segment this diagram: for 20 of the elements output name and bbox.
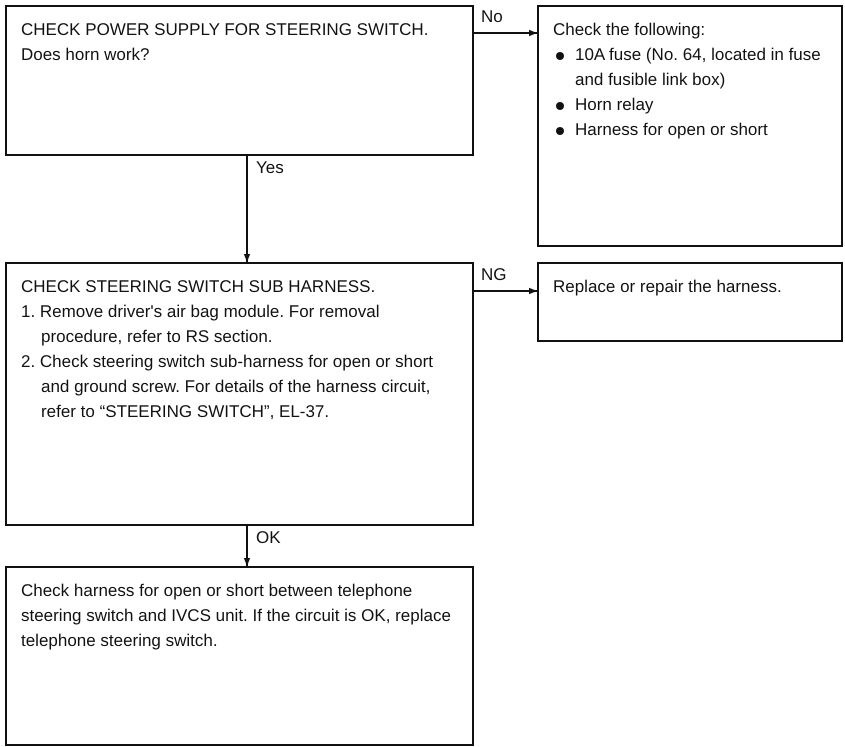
arrow bbox=[244, 526, 250, 566]
heading-text: CHECK STEERING SWITCH SUB HARNESS. bbox=[21, 276, 376, 298]
bullet-item: Horn relay bbox=[553, 92, 827, 117]
process-box bbox=[5, 262, 474, 526]
process-box bbox=[537, 5, 843, 247]
heading-text: Check the following: bbox=[553, 19, 706, 41]
body-text: Replace or repair the harness. bbox=[553, 276, 783, 298]
step-text: 1. Remove driver's air bag module. For removal procedure, refer to RS section. bbox=[21, 301, 380, 348]
process-box bbox=[537, 262, 843, 342]
arrow bbox=[474, 30, 537, 36]
arrow bbox=[474, 288, 537, 294]
body-text: Check harness for open or short between telephone steering switch and IVCS unit. If the circuit is OK, replace telephone steering switch. bbox=[21, 580, 452, 652]
body-text: Does horn work? bbox=[21, 44, 151, 66]
process-box bbox=[5, 5, 474, 156]
step-text: 2. Check steering switch sub-harness for open or short and ground screw. For details of the harness circuit, refer to “STEERING SWITCH”, EL-37. bbox=[21, 351, 434, 423]
process-box bbox=[5, 566, 474, 746]
bullet-item: Harness for open or short bbox=[553, 117, 827, 142]
heading-text: CHECK POWER SUPPLY FOR STEERING SWITCH. bbox=[21, 19, 430, 41]
bullet-item: 10A fuse (No. 64, located in fuse and fusible link box) bbox=[553, 42, 827, 92]
arrow bbox=[244, 156, 250, 262]
